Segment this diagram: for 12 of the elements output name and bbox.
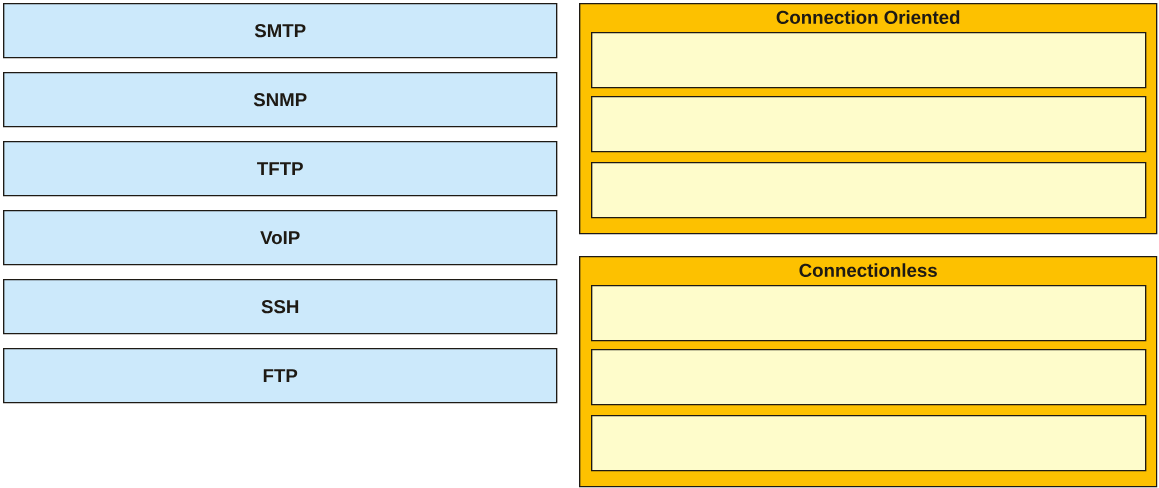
option-box: SMTP (3, 3, 558, 59)
option-box: TFTP (3, 141, 558, 197)
option-box: SNMP (3, 72, 558, 128)
answer-box (591, 162, 1147, 219)
option-box: SSH (3, 279, 558, 335)
answer-box (591, 349, 1147, 406)
answer-box (591, 96, 1147, 153)
answer-box (591, 285, 1147, 342)
option-box: FTP (3, 348, 558, 404)
answer-box (591, 415, 1147, 472)
option-box: VoIP (3, 210, 558, 266)
answer-box (591, 32, 1147, 89)
